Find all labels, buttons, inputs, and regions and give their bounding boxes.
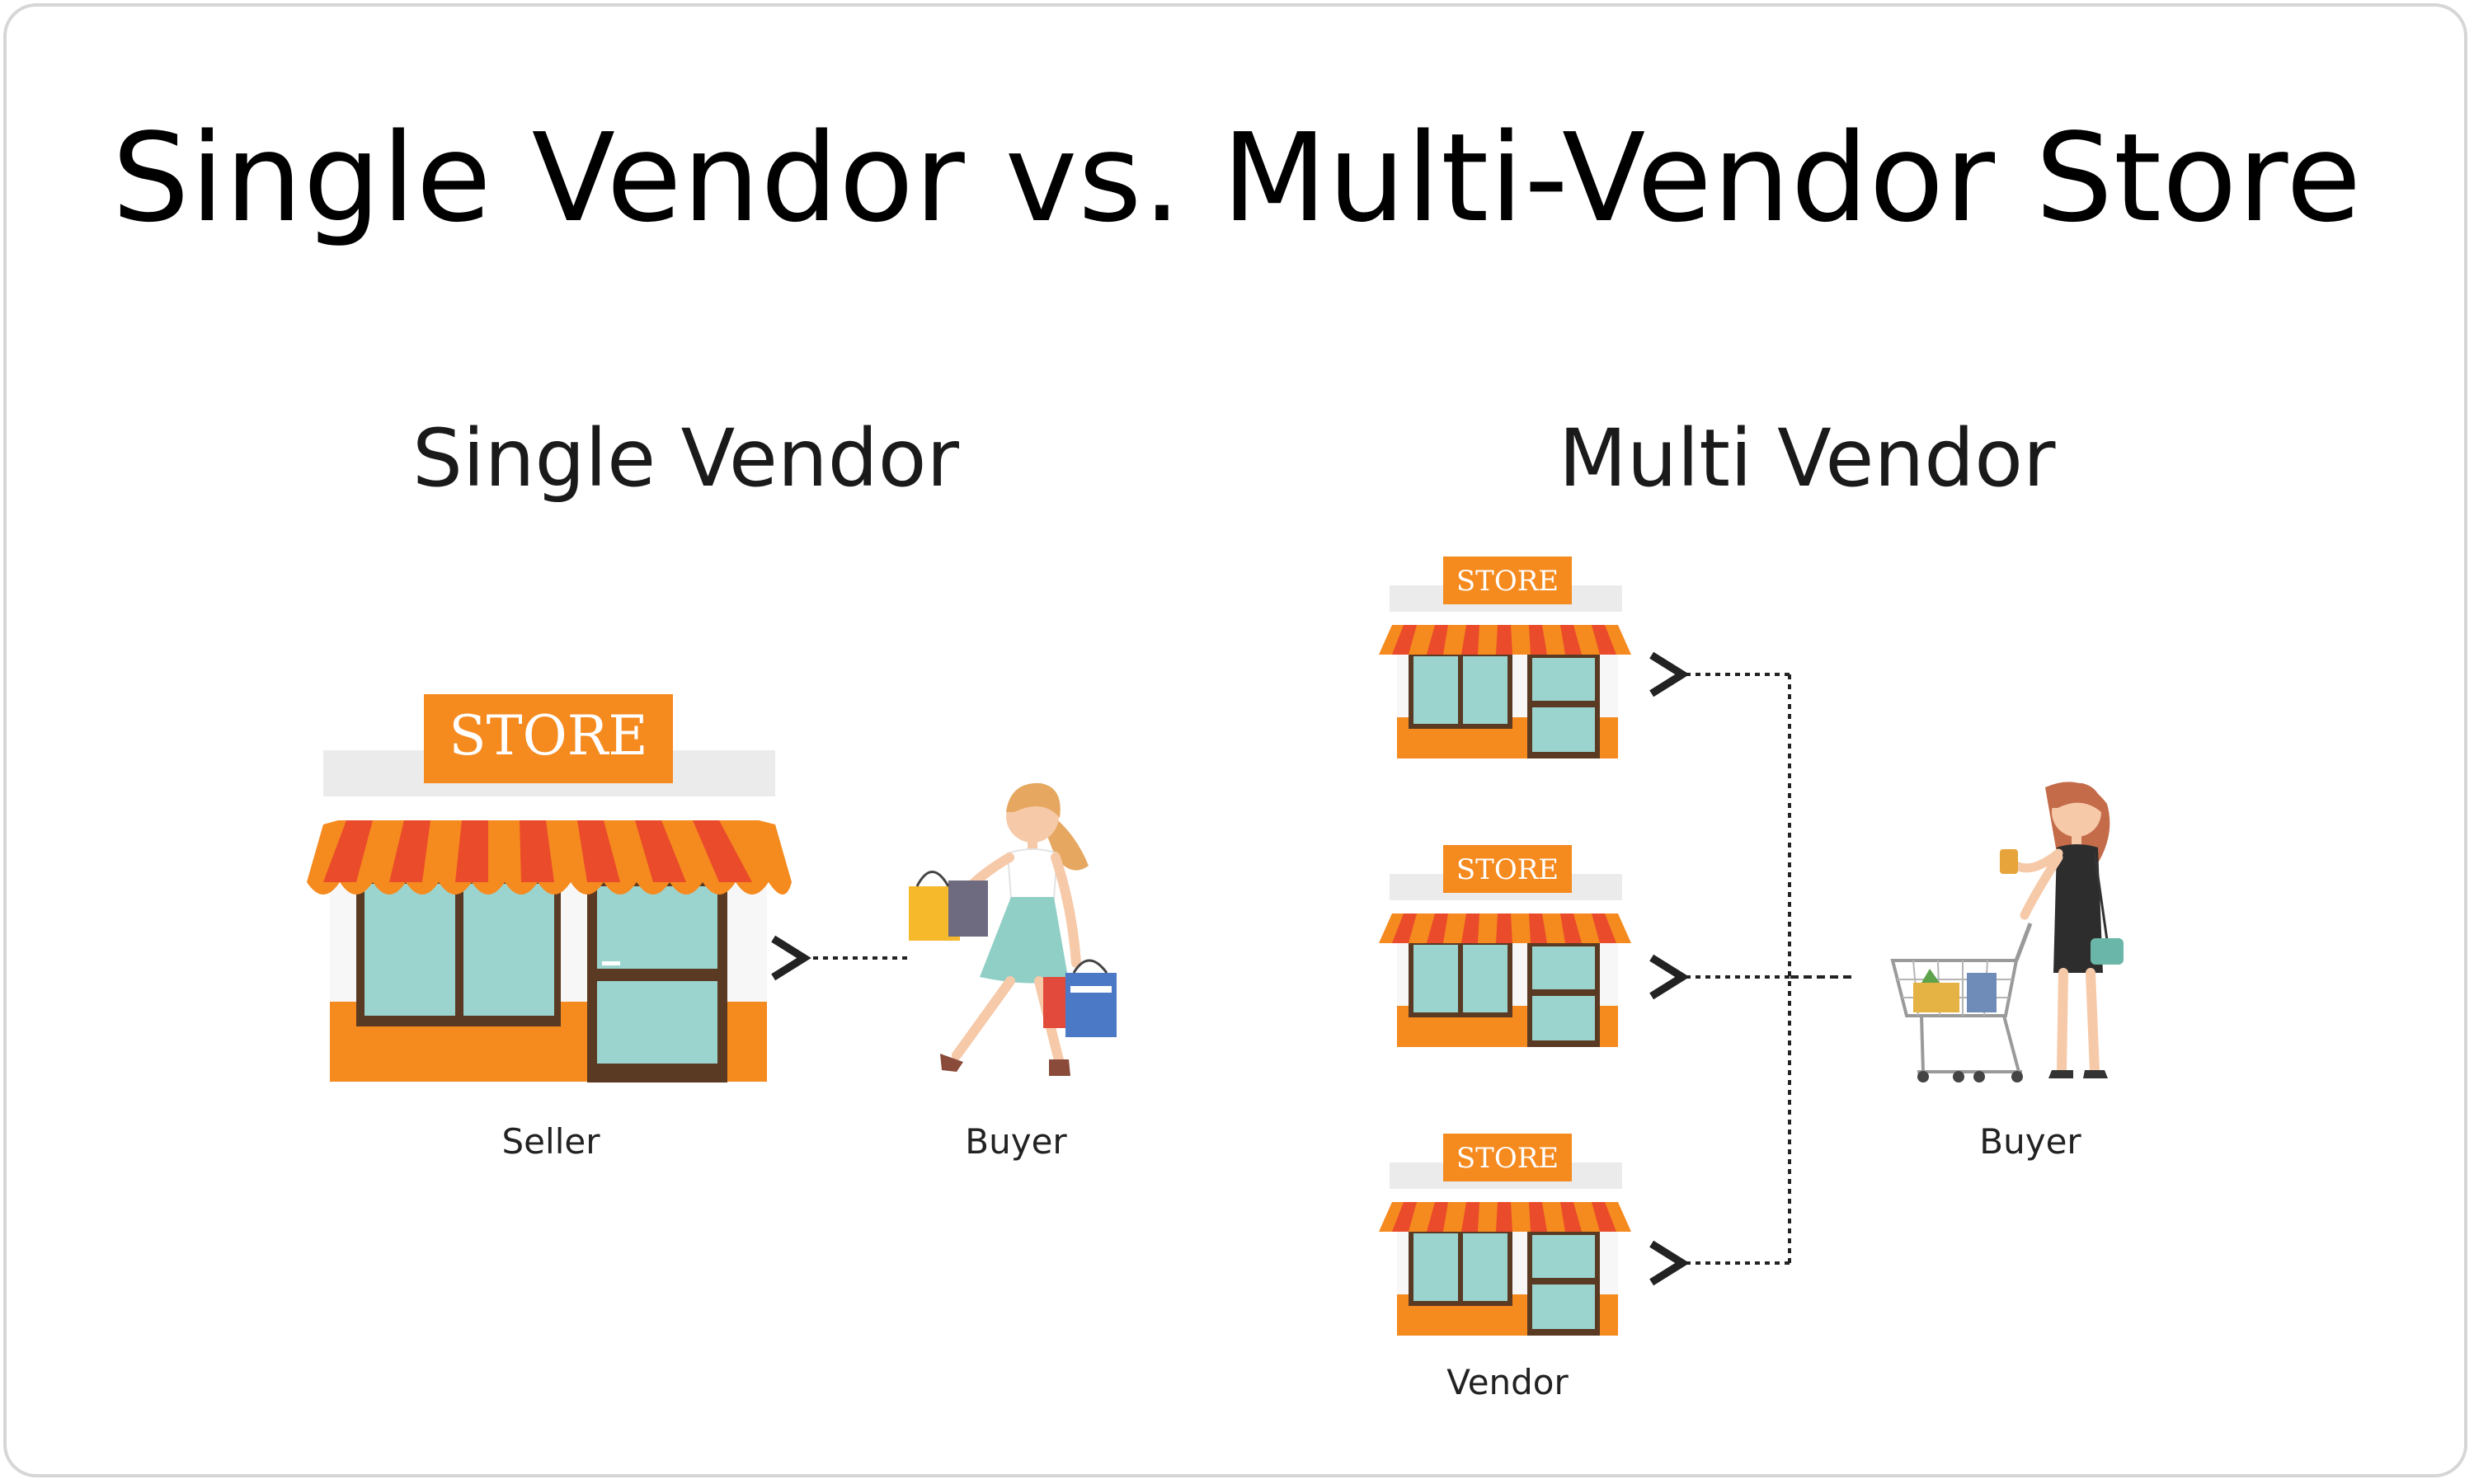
vendor-label: Vendor (1446, 1362, 1569, 1402)
seller-store-icon: STORE (307, 694, 792, 1082)
buyer-shopper-icon (909, 782, 1117, 1076)
buyer-cart-icon (1890, 782, 2124, 1082)
vendor-store-2-sign: STORE (1456, 853, 1559, 886)
single-buyer-label: Buyer (965, 1121, 1067, 1162)
seller-label: Seller (501, 1121, 600, 1162)
single-vendor-heading: Single Vendor (412, 412, 959, 505)
multi-buyer-label: Buyer (1979, 1121, 2081, 1162)
vendor-store-3-sign: STORE (1456, 1142, 1559, 1175)
vendor-store-2-icon: STORE (1379, 845, 1631, 1047)
page-title: Single Vendor vs. Multi-Vendor Store (111, 107, 2363, 249)
seller-store-sign: STORE (449, 704, 647, 768)
vendor-store-3-icon: STORE (1379, 1134, 1631, 1336)
multi-connector-lines (1649, 651, 1791, 1286)
diagram-frame (3, 3, 2467, 1477)
vendor-store-1-icon: STORE (1379, 556, 1631, 758)
multi-vendor-heading: Multi Vendor (1559, 412, 2056, 505)
vendor-store-1-sign: STORE (1456, 565, 1559, 598)
